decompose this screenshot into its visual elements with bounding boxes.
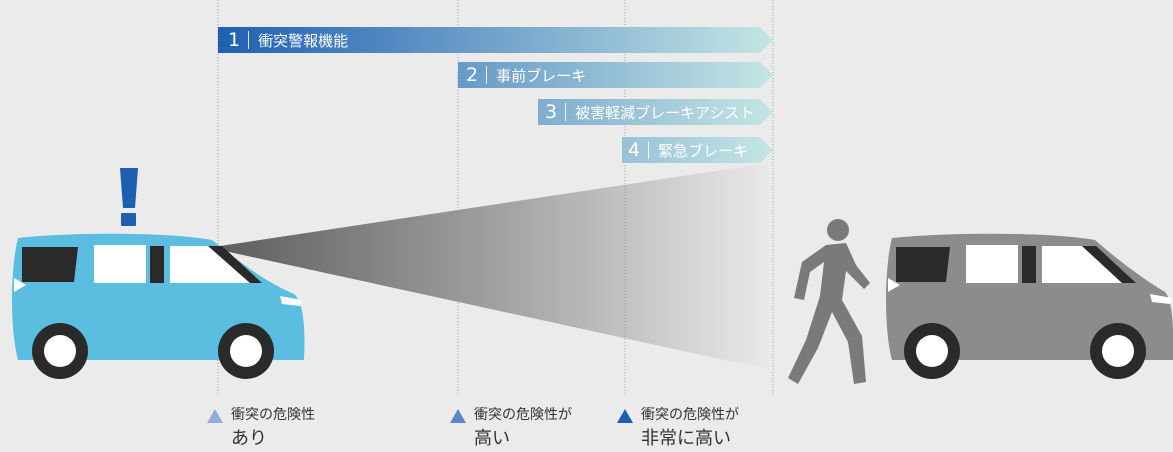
stage-text-1: 衝突警報機能 (258, 31, 349, 50)
stage-bar-4 (622, 137, 773, 163)
blue-minivan-icon (12, 233, 305, 379)
triangle-icon-dark (617, 409, 633, 423)
risk-level-2-line1: 衝突の危険性が (474, 407, 572, 423)
stage-number-4: 4 (628, 139, 641, 161)
gray-minivan-icon (886, 233, 1173, 379)
stage-text-2: 事前ブレーキ (496, 66, 587, 85)
stage-bar-2 (458, 62, 773, 88)
stage-label-4: 4 緊急ブレーキ (628, 136, 748, 164)
stage-number-3: 3 (545, 101, 558, 123)
risk-level-1-line2: あり (231, 428, 267, 449)
exclamation-mark-icon (120, 168, 138, 226)
triangle-icon-mid (450, 409, 466, 423)
risk-level-1-line1: 衝突の危険性 (231, 407, 315, 423)
stage-label-3: 3 被害軽減ブレーキアシスト (545, 98, 755, 126)
sensor-beam (220, 128, 1000, 420)
stage-text-3: 被害軽減ブレーキアシスト (575, 103, 755, 122)
stage-separator-2 (486, 66, 488, 84)
stage-separator-4 (648, 141, 650, 159)
triangle-icon-light (207, 409, 223, 423)
risk-level-3-line2: 非常に高い (641, 428, 731, 449)
stage-bar-1 (218, 27, 773, 53)
stage-label-1: 1 衝突警報機能 (228, 26, 348, 54)
stage-label-2: 2 事前ブレーキ (466, 61, 586, 89)
stage-text-4: 緊急ブレーキ (658, 141, 749, 160)
stage-bar-3 (538, 99, 773, 125)
stage-separator-1 (248, 31, 250, 49)
stage-number-2: 2 (466, 64, 479, 86)
stage-number-1: 1 (228, 29, 241, 51)
stage-separator-3 (565, 103, 567, 121)
risk-level-3-line1: 衝突の危険性が (641, 407, 739, 423)
walking-person-icon (788, 219, 870, 384)
risk-level-2-line2: 高い (474, 428, 510, 449)
